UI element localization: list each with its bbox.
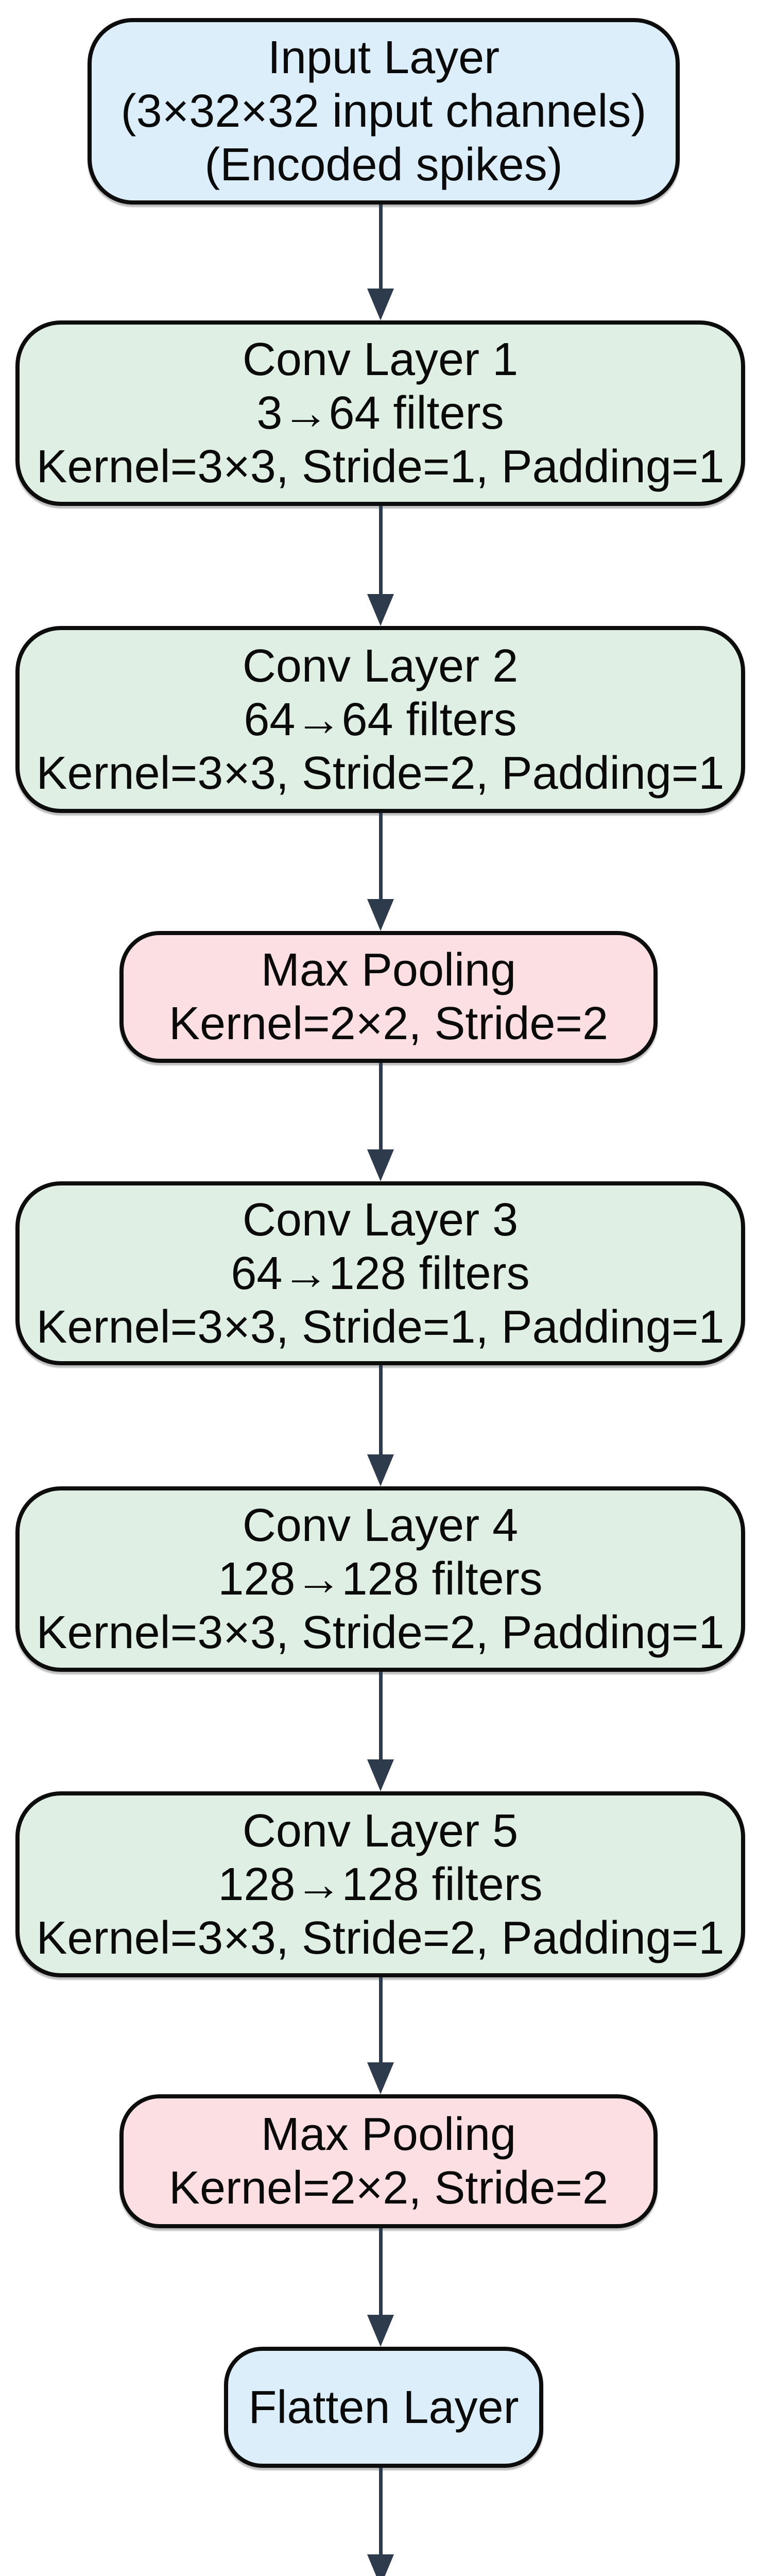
- arrow-shaft: [378, 1063, 383, 1149]
- node-detail: Kernel=3×3, Stride=2, Padding=1: [36, 1607, 725, 1658]
- arrow-head-icon: [367, 289, 394, 320]
- arrow-head-icon: [367, 899, 394, 931]
- flow-arrow: [367, 1063, 394, 1181]
- flow-arrow: [367, 2228, 394, 2347]
- arrow-shaft: [378, 2468, 383, 2554]
- flow-arrow: [367, 1365, 394, 1486]
- arrow-head-icon: [367, 594, 394, 626]
- node-detail: Kernel=3×3, Stride=2, Padding=1: [36, 1912, 725, 1964]
- flow-arrow: [367, 813, 394, 931]
- node-title: Flatten Layer: [248, 2381, 519, 2433]
- node-title: Input Layer: [267, 32, 500, 83]
- arrow-head-icon: [367, 1759, 394, 1791]
- node-title: Max Pooling: [261, 944, 516, 996]
- node-conv-layer-3: Conv Layer 3 64→128 filters Kernel=3×3, …: [15, 1181, 745, 1365]
- flow-arrow: [367, 205, 394, 320]
- arrow-shaft: [378, 205, 383, 289]
- arrow-head-icon: [367, 2062, 394, 2094]
- node-title: Conv Layer 5: [242, 1805, 519, 1857]
- node-max-pooling-2: Max Pooling Kernel=2×2, Stride=2: [119, 2094, 658, 2228]
- node-detail: Kernel=3×3, Stride=1, Padding=1: [36, 1301, 725, 1353]
- node-title: Conv Layer 1: [242, 334, 519, 385]
- arrow-head-icon: [367, 1149, 394, 1181]
- flow-arrow: [367, 1672, 394, 1791]
- arrow-head-icon: [367, 1454, 394, 1486]
- node-title: Conv Layer 2: [242, 640, 519, 692]
- node-conv-layer-5: Conv Layer 5 128→128 filters Kernel=3×3,…: [15, 1791, 745, 1977]
- flow-arrow: [367, 506, 394, 626]
- arrow-shaft: [378, 2228, 383, 2315]
- arrow-shaft: [378, 506, 383, 594]
- node-detail: 128→128 filters: [218, 1858, 543, 1910]
- node-detail: (3×32×32 input channels): [120, 86, 647, 137]
- arrow-shaft: [378, 1365, 383, 1454]
- node-conv-layer-1: Conv Layer 1 3→64 filters Kernel=3×3, St…: [15, 320, 745, 506]
- node-title: Max Pooling: [261, 2109, 516, 2160]
- arrow-shaft: [378, 1672, 383, 1759]
- arrow-shaft: [378, 1977, 383, 2062]
- node-detail: 64→64 filters: [244, 693, 517, 745]
- node-title: Conv Layer 4: [242, 1500, 519, 1551]
- node-flatten-layer: Flatten Layer: [224, 2347, 543, 2468]
- node-conv-layer-2: Conv Layer 2 64→64 filters Kernel=3×3, S…: [15, 626, 745, 813]
- node-detail: 3→64 filters: [256, 387, 504, 439]
- node-detail: 128→128 filters: [218, 1553, 543, 1605]
- node-detail: Kernel=2×2, Stride=2: [168, 998, 609, 1049]
- node-conv-layer-4: Conv Layer 4 128→128 filters Kernel=3×3,…: [15, 1486, 745, 1672]
- arrow-head-icon: [367, 2554, 394, 2576]
- arrow-shaft: [378, 813, 383, 899]
- node-input-layer: Input Layer (3×32×32 input channels) (En…: [88, 18, 680, 205]
- node-detail: Kernel=3×3, Stride=2, Padding=1: [36, 747, 725, 799]
- node-max-pooling-1: Max Pooling Kernel=2×2, Stride=2: [119, 931, 658, 1063]
- node-detail: Kernel=3×3, Stride=1, Padding=1: [36, 441, 725, 493]
- flow-arrow: [367, 1977, 394, 2094]
- node-detail: Kernel=2×2, Stride=2: [168, 2162, 609, 2214]
- arrow-head-icon: [367, 2315, 394, 2347]
- node-detail: (Encoded spikes): [204, 139, 563, 191]
- flow-arrow: [367, 2468, 394, 2576]
- node-title: Conv Layer 3: [242, 1194, 519, 1246]
- node-detail: 64→128 filters: [231, 1247, 530, 1299]
